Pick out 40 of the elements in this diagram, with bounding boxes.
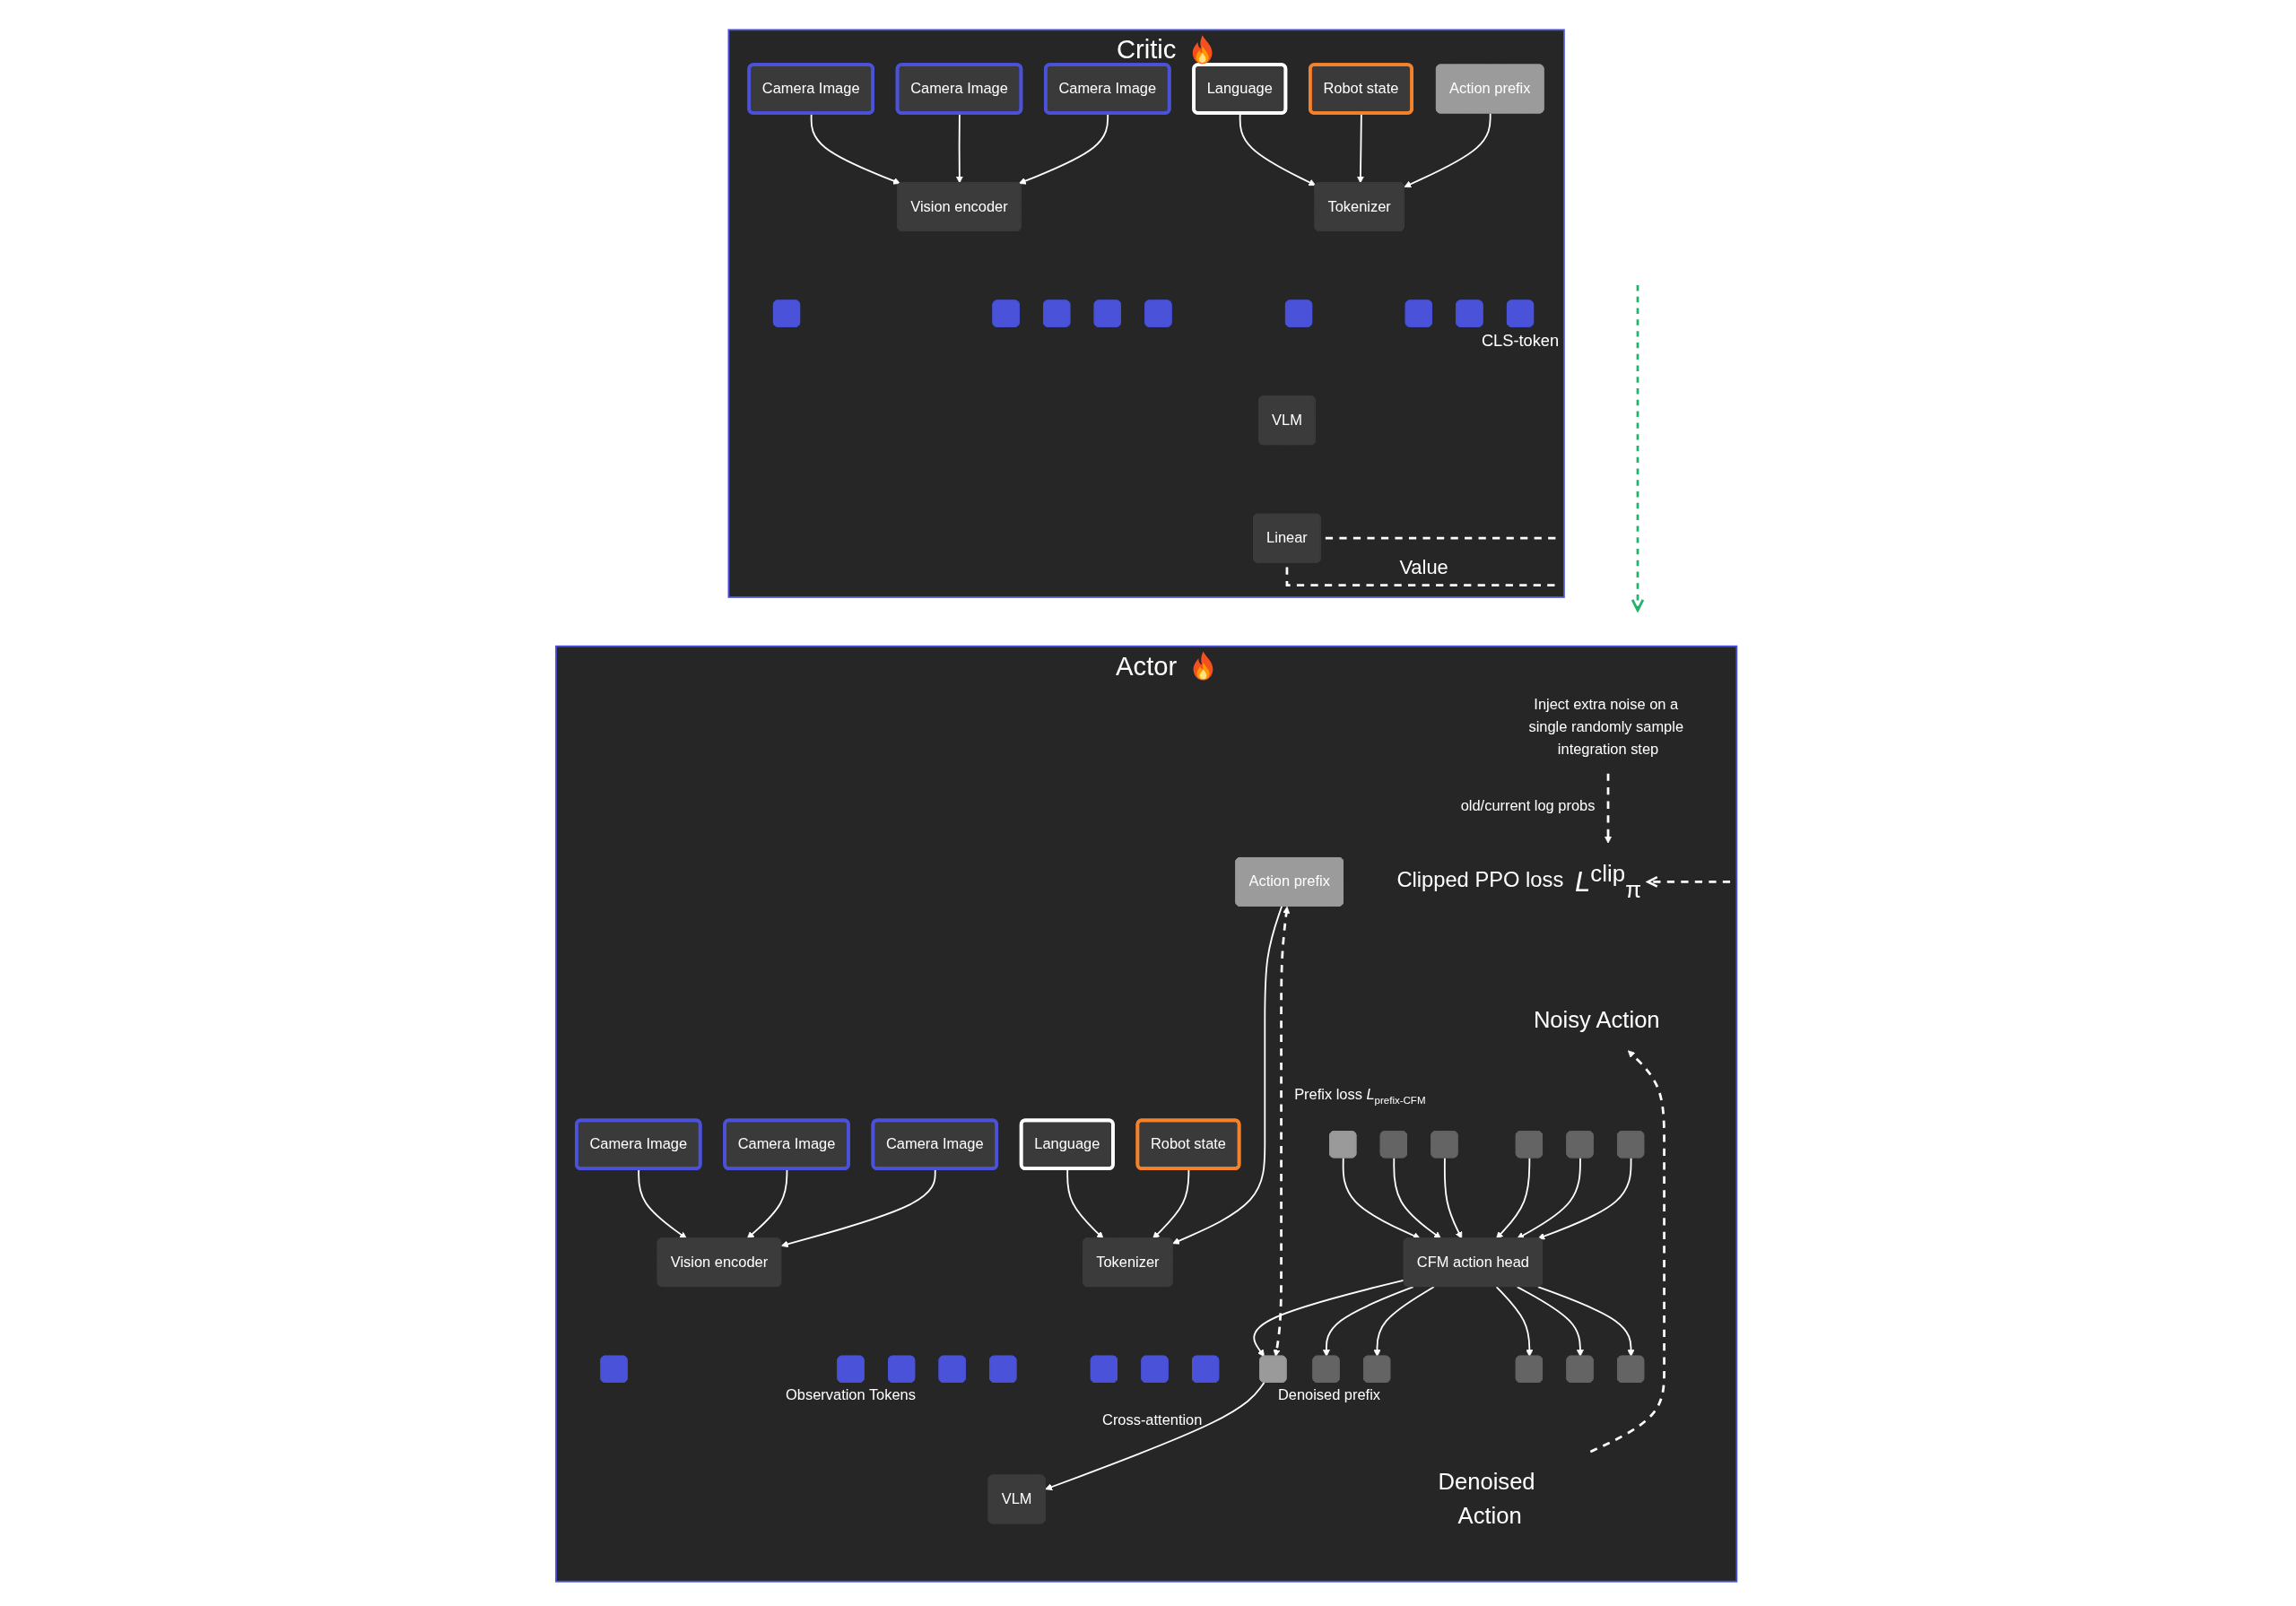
arrow <box>780 1168 936 1247</box>
arrow <box>810 112 900 185</box>
arrow <box>1356 112 1364 183</box>
arrow <box>1322 1285 1414 1357</box>
arrow <box>1018 112 1109 185</box>
arrow <box>955 112 963 183</box>
arrow <box>1239 112 1317 186</box>
edge-label: Value <box>1399 555 1448 578</box>
edge-label: Cross-attention <box>1102 1411 1203 1428</box>
node-caption: Observation Tokens <box>786 1386 916 1402</box>
node-text: Denoised Action <box>1438 1468 1535 1529</box>
arrow <box>1393 1156 1441 1239</box>
arrow <box>1589 1049 1665 1453</box>
arrow <box>1516 1285 1584 1357</box>
node-text: Inject extra noise on a single randomly sample integration step <box>1528 696 1684 757</box>
node-caption: Clipped PPO loss <box>1396 868 1564 892</box>
arrow <box>1537 1156 1632 1239</box>
arrow <box>1373 1285 1435 1357</box>
arrow <box>1495 1285 1534 1357</box>
arrow <box>1443 1156 1463 1239</box>
arrow <box>1536 1285 1635 1357</box>
arrow <box>1172 905 1283 1245</box>
arrow <box>1605 773 1613 844</box>
dashed-arrow <box>1647 875 1731 888</box>
node-caption: CLS-token <box>1481 330 1560 350</box>
edge-label: old/current log probs <box>1460 796 1596 813</box>
arrow <box>1404 112 1492 187</box>
arrow <box>1045 1381 1265 1490</box>
arrow <box>1496 1156 1531 1239</box>
node-text: Noisy Action <box>1533 1006 1660 1033</box>
edge-label: Prefix loss L$_{prefix-CFM}$ <box>1294 1086 1426 1106</box>
arrow <box>1253 1279 1405 1357</box>
node-caption: Denoised prefix <box>1277 1386 1380 1402</box>
arrow <box>1517 1156 1581 1239</box>
arrow <box>1152 1168 1190 1239</box>
arrow <box>1273 906 1291 1357</box>
arrow <box>746 1168 788 1239</box>
arrow <box>1342 1156 1421 1239</box>
arrow <box>1066 1168 1104 1239</box>
arrow <box>638 1168 687 1239</box>
